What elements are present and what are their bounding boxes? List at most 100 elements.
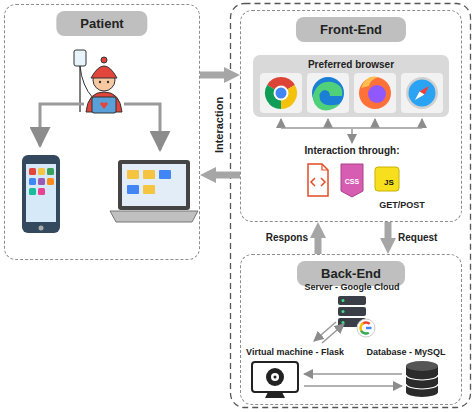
patient-figure [101,57,107,63]
icon-text: CSS [345,178,359,185]
patient-figure [93,69,115,91]
outer-dashed-frame [231,4,471,408]
browser-bus [374,119,376,128]
css-icon [341,164,363,197]
smartphone [29,168,36,175]
js-icon [375,167,399,191]
database-icon [406,361,438,397]
smartphone [22,155,60,233]
block-arrow [200,72,224,79]
smartphone [22,155,60,233]
laptop [127,170,139,179]
panel-heading: Patient [56,11,147,36]
laptop [159,170,171,179]
patient-figure [80,66,93,98]
laptop [118,160,190,210]
server-icon [358,320,373,335]
server-icon [358,320,373,335]
browser-bus [281,119,422,143]
browser-bus [421,119,423,128]
arrow-label: Respons [266,233,308,243]
backend-arrows [304,385,402,387]
patient-figure [74,50,86,66]
css-icon [341,164,363,197]
smartphone [47,168,54,175]
html-icon [322,164,328,170]
smartphone [38,188,45,195]
vm-icon [252,362,298,398]
html-icon [308,164,328,196]
browser-band: Preferred browser [253,55,449,117]
database-icon [406,366,438,397]
vm-icon [271,373,279,381]
section-label: Interaction through: [305,146,400,156]
patient-figure [86,92,122,112]
html-icon [311,178,325,186]
device-arrows [40,104,84,146]
laptop [143,170,155,179]
device-arrows [40,104,160,150]
interaction-label: Interaction [214,97,225,153]
panel-heading: Preferred browser [308,60,394,70]
backend-arrows [322,324,344,343]
server-icon [342,310,345,313]
backend-panel: Back-End [240,254,462,405]
laptop [127,185,139,194]
smartphone [47,178,54,185]
component-label: Server - Google Cloud [304,283,399,292]
vm-icon [265,392,285,398]
patient-figure [107,81,109,83]
browser-bus [327,119,329,128]
patient-figure [99,81,101,83]
block-arrow [385,222,392,238]
patient-figure [91,66,117,78]
smartphone [38,168,45,175]
html-icon [308,164,328,196]
patient-figure [92,97,116,113]
vm-icon [266,368,284,386]
server-icon [338,307,366,316]
icon-text: JS [384,179,394,187]
browser-bus [351,129,353,143]
backend-arrows [304,373,402,375]
js-icon [375,167,399,191]
component-label: Virtual machine - Flask [246,348,344,357]
browser-bus [281,127,422,129]
patient-figure [100,102,108,109]
patient-figure [79,50,81,112]
vm-icon [252,362,298,392]
laptop [143,185,155,194]
browser-bus [280,119,282,128]
patient-panel: Patient [4,4,200,260]
server-icon [358,320,373,335]
server-icon [338,296,375,337]
panel-heading: Front-End [296,17,406,42]
server-icon [357,319,375,337]
block-arrow [315,238,322,254]
database-icon [406,375,438,389]
backend-arrows [314,322,336,341]
laptop [122,164,186,206]
component-label: Database - MySQL [366,348,445,357]
smartphone [29,178,36,185]
smartphone [38,178,45,185]
smartphone [29,188,36,195]
frontend-panel: Front-EndPreferred browser [240,10,462,222]
smartphone [39,226,44,231]
device-arrows [124,104,160,150]
smartphone [26,164,56,222]
database-icon [406,361,438,371]
server-icon [338,318,366,327]
method-label: GET/POST [379,201,425,210]
server-icon [342,299,345,302]
laptop [110,211,198,222]
server-icon [366,327,372,330]
patient-figure [74,50,122,113]
server-icon [338,296,366,305]
vm-icon [274,376,277,379]
arrow-label: Request [398,233,437,243]
block-arrow [216,172,240,179]
server-icon [342,321,345,324]
laptop [110,160,198,222]
